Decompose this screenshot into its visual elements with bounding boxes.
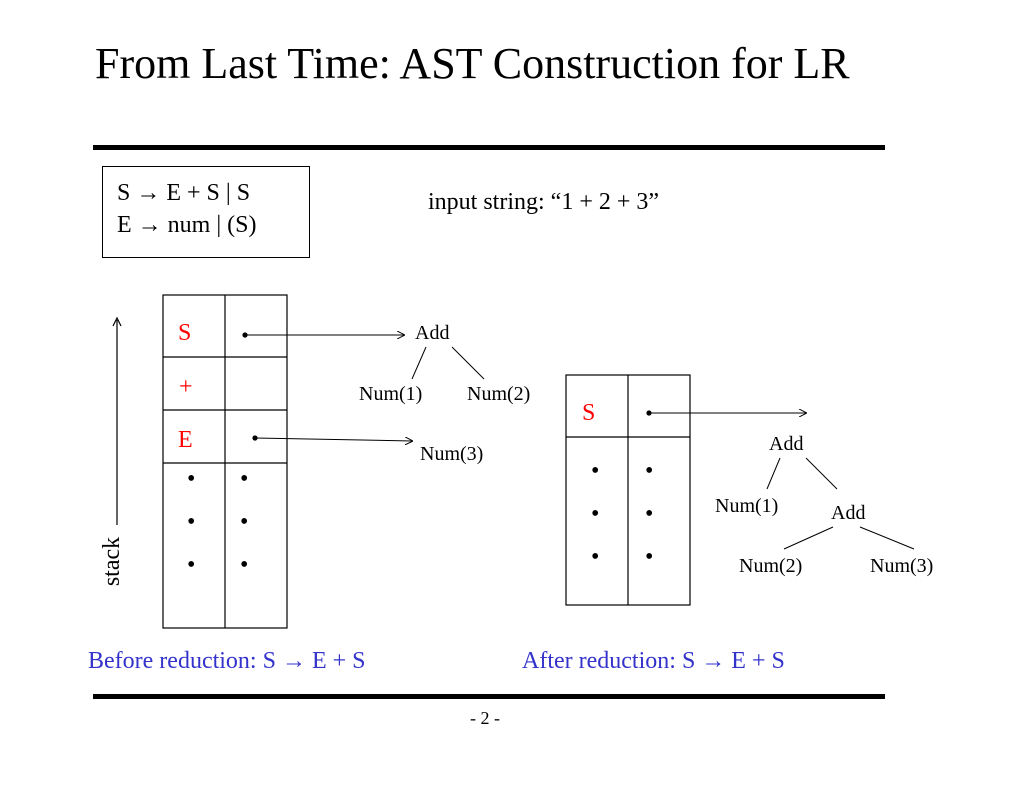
before-ellipsis-dot: • [187,509,196,535]
title-divider [93,145,885,150]
before-stack-symbol-s: S [178,320,192,346]
after-ellipsis-dot: • [645,544,654,570]
after-caption: After reduction: S → E + S [522,648,785,674]
grammar-rule-e: E → num | (S) [117,212,257,238]
after-tree-inner-node: Add [831,502,866,524]
footer-divider [93,694,885,699]
after-tree-inner-right-leaf: Num(3) [870,555,934,577]
stack-direction-arrow [112,316,122,525]
before-ellipsis-dot: • [240,509,249,535]
after-ellipsis-dot: • [591,501,600,527]
before-tree-edges [411,346,485,380]
before-stack-symbol-e: E [178,427,193,453]
page-number: - 2 - [470,708,500,728]
after-tree-inner-left-leaf: Num(2) [739,555,803,577]
after-ellipsis-dot: • [591,458,600,484]
stack-label: stack [99,536,126,587]
before-ellipsis-dot: • [240,466,249,492]
before-tree-left-leaf: Num(1) [359,383,423,405]
slide-title: From Last Time: AST Construction for LR [95,39,850,88]
after-stack-symbol-s: S [582,400,596,426]
before-ellipsis-dot: • [240,552,249,578]
after-stack-table [565,374,691,606]
before-e-pointer-arrow [254,438,412,441]
before-tree-right-leaf: Num(2) [467,383,531,405]
before-stack-symbol-plus: + [179,374,193,400]
after-ellipsis-dot: • [591,544,600,570]
input-string: input string: “1 + 2 + 3” [428,189,660,215]
after-tree-root: Add [769,433,804,455]
after-ellipsis-dot: • [645,501,654,527]
after-ellipsis-dot: • [645,458,654,484]
before-e-node: Num(3) [420,443,484,465]
after-tree-left-leaf: Num(1) [715,495,779,517]
grammar-box: S → E + S | S E → num | (S) [102,166,310,258]
grammar-rule-s: S → E + S | S [117,180,251,206]
before-stack-table [162,294,288,629]
before-ellipsis-dot: • [187,466,196,492]
before-ellipsis-dot: • [187,552,196,578]
after-tree-edges [766,457,915,550]
before-tree-root: Add [415,322,450,344]
before-caption: Before reduction: S → E + S [88,648,366,674]
